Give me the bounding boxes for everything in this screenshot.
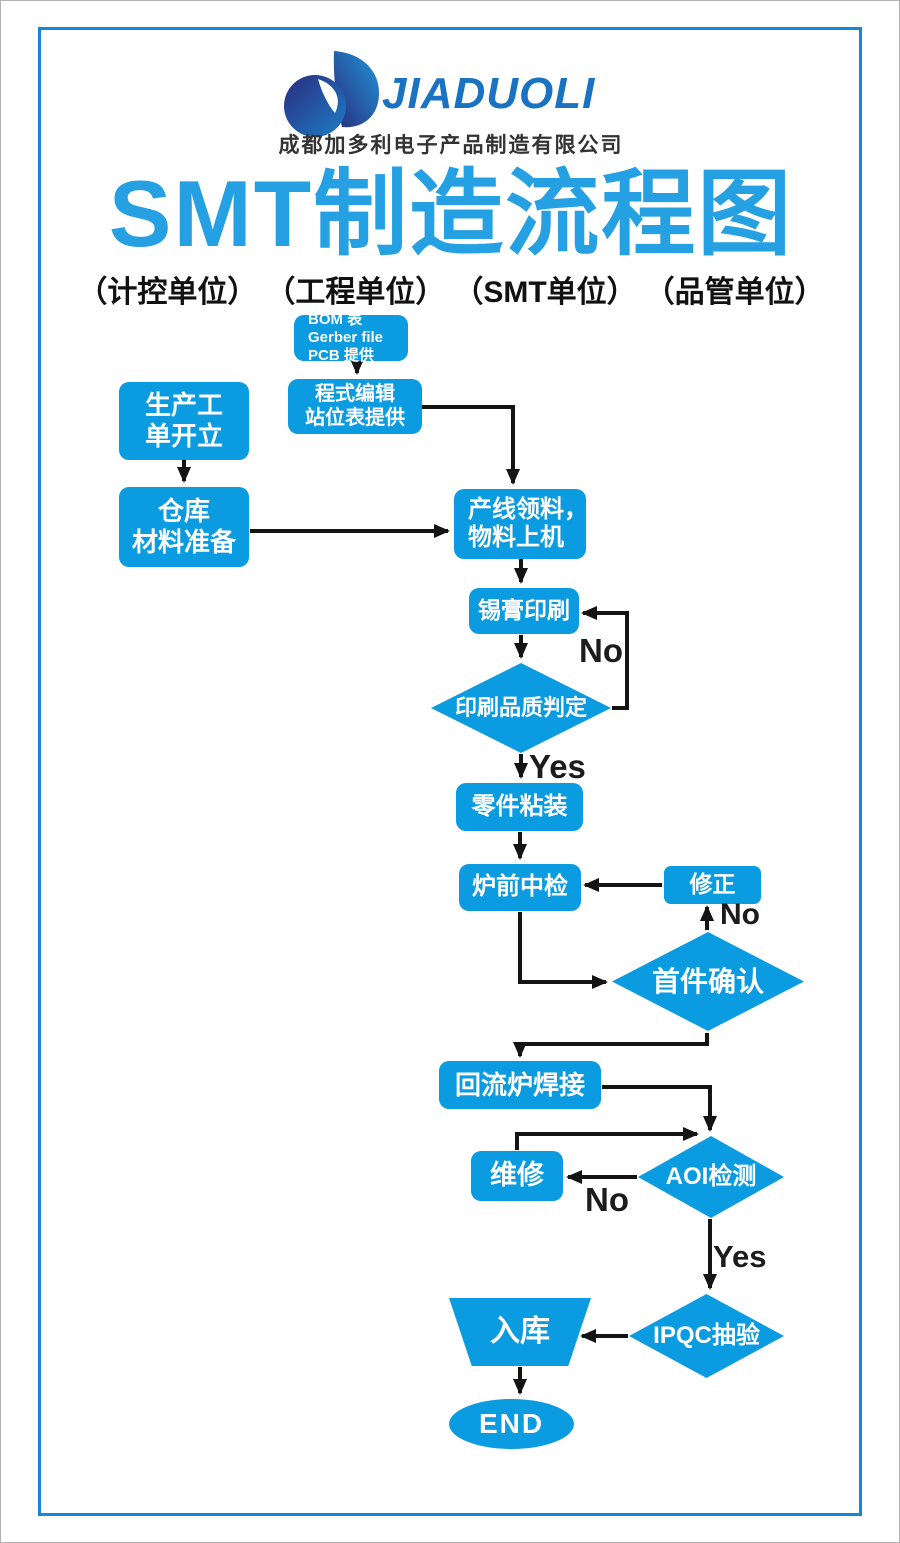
arrow-firstarticle-to-reflow [513,1033,709,1058]
logo-text: JIADUOLI [382,69,596,118]
arrow-repair-to-aoi [515,1127,699,1150]
arrow-reflow-to-aoi [602,1085,717,1132]
flow-node-placement: 零件粘装 [456,783,583,831]
flow-node-ipqc: IPQC抽验 [629,1294,784,1378]
flow-node-solder-print: 锡膏印刷 [469,588,579,634]
edge-label-first-article-no: No [720,898,760,931]
flow-node-correction: 修正 [664,866,761,904]
flow-node-line-feeding: 产线领料， 物料上机 [454,489,588,559]
logo: JIADUOLI [284,51,624,137]
arrow-preoven-to-firstarticle [518,912,608,989]
unit-label-pinguan: （品管单位） [644,276,825,309]
jiaduoli-logo-icon [284,51,380,137]
flow-node-reflow: 回流炉焊接 [439,1061,601,1109]
flow-node-end: END [449,1399,574,1449]
edge-label-aoi-no: No [585,1181,629,1218]
unit-label-smt: （SMT单位） [453,276,637,309]
edge-label-print-no: No [579,632,623,669]
unit-labels: （计控单位） （工程单位） （SMT单位） （品管单位） [1,267,899,311]
flow-node-warehouse-prep: 仓库 材料准备 [119,487,249,567]
page-title: SMT制造流程图 [108,161,794,266]
flow-node-repair: 维修 [471,1151,563,1201]
arrow-program-to-line-feeding [422,405,520,485]
flow-node-program: 程式编辑 站位表提供 [288,379,422,434]
flow-node-pre-oven-check: 炉前中检 [459,864,581,911]
edge-label-aoi-yes: Yes [713,1239,767,1274]
flow-node-aoi: AOI检测 [638,1136,784,1218]
flow-node-print-quality: 印刷品质判定 [431,663,611,753]
flow-node-bom: BOM 表 Gerber file PCB 提供 [294,311,408,364]
flow-node-warehouse-in: 入库 [449,1298,591,1366]
unit-label-jikong: （计控单位） [77,276,258,309]
flow-node-first-article: 首件确认 [612,932,804,1031]
edge-label-print-yes: Yes [529,748,586,785]
company-name: 成都加多利电子产品制造有限公司 [278,134,624,157]
unit-label-gongcheng: （工程单位） [265,276,446,309]
flow-node-work-order: 生产工 单开立 [119,382,249,460]
